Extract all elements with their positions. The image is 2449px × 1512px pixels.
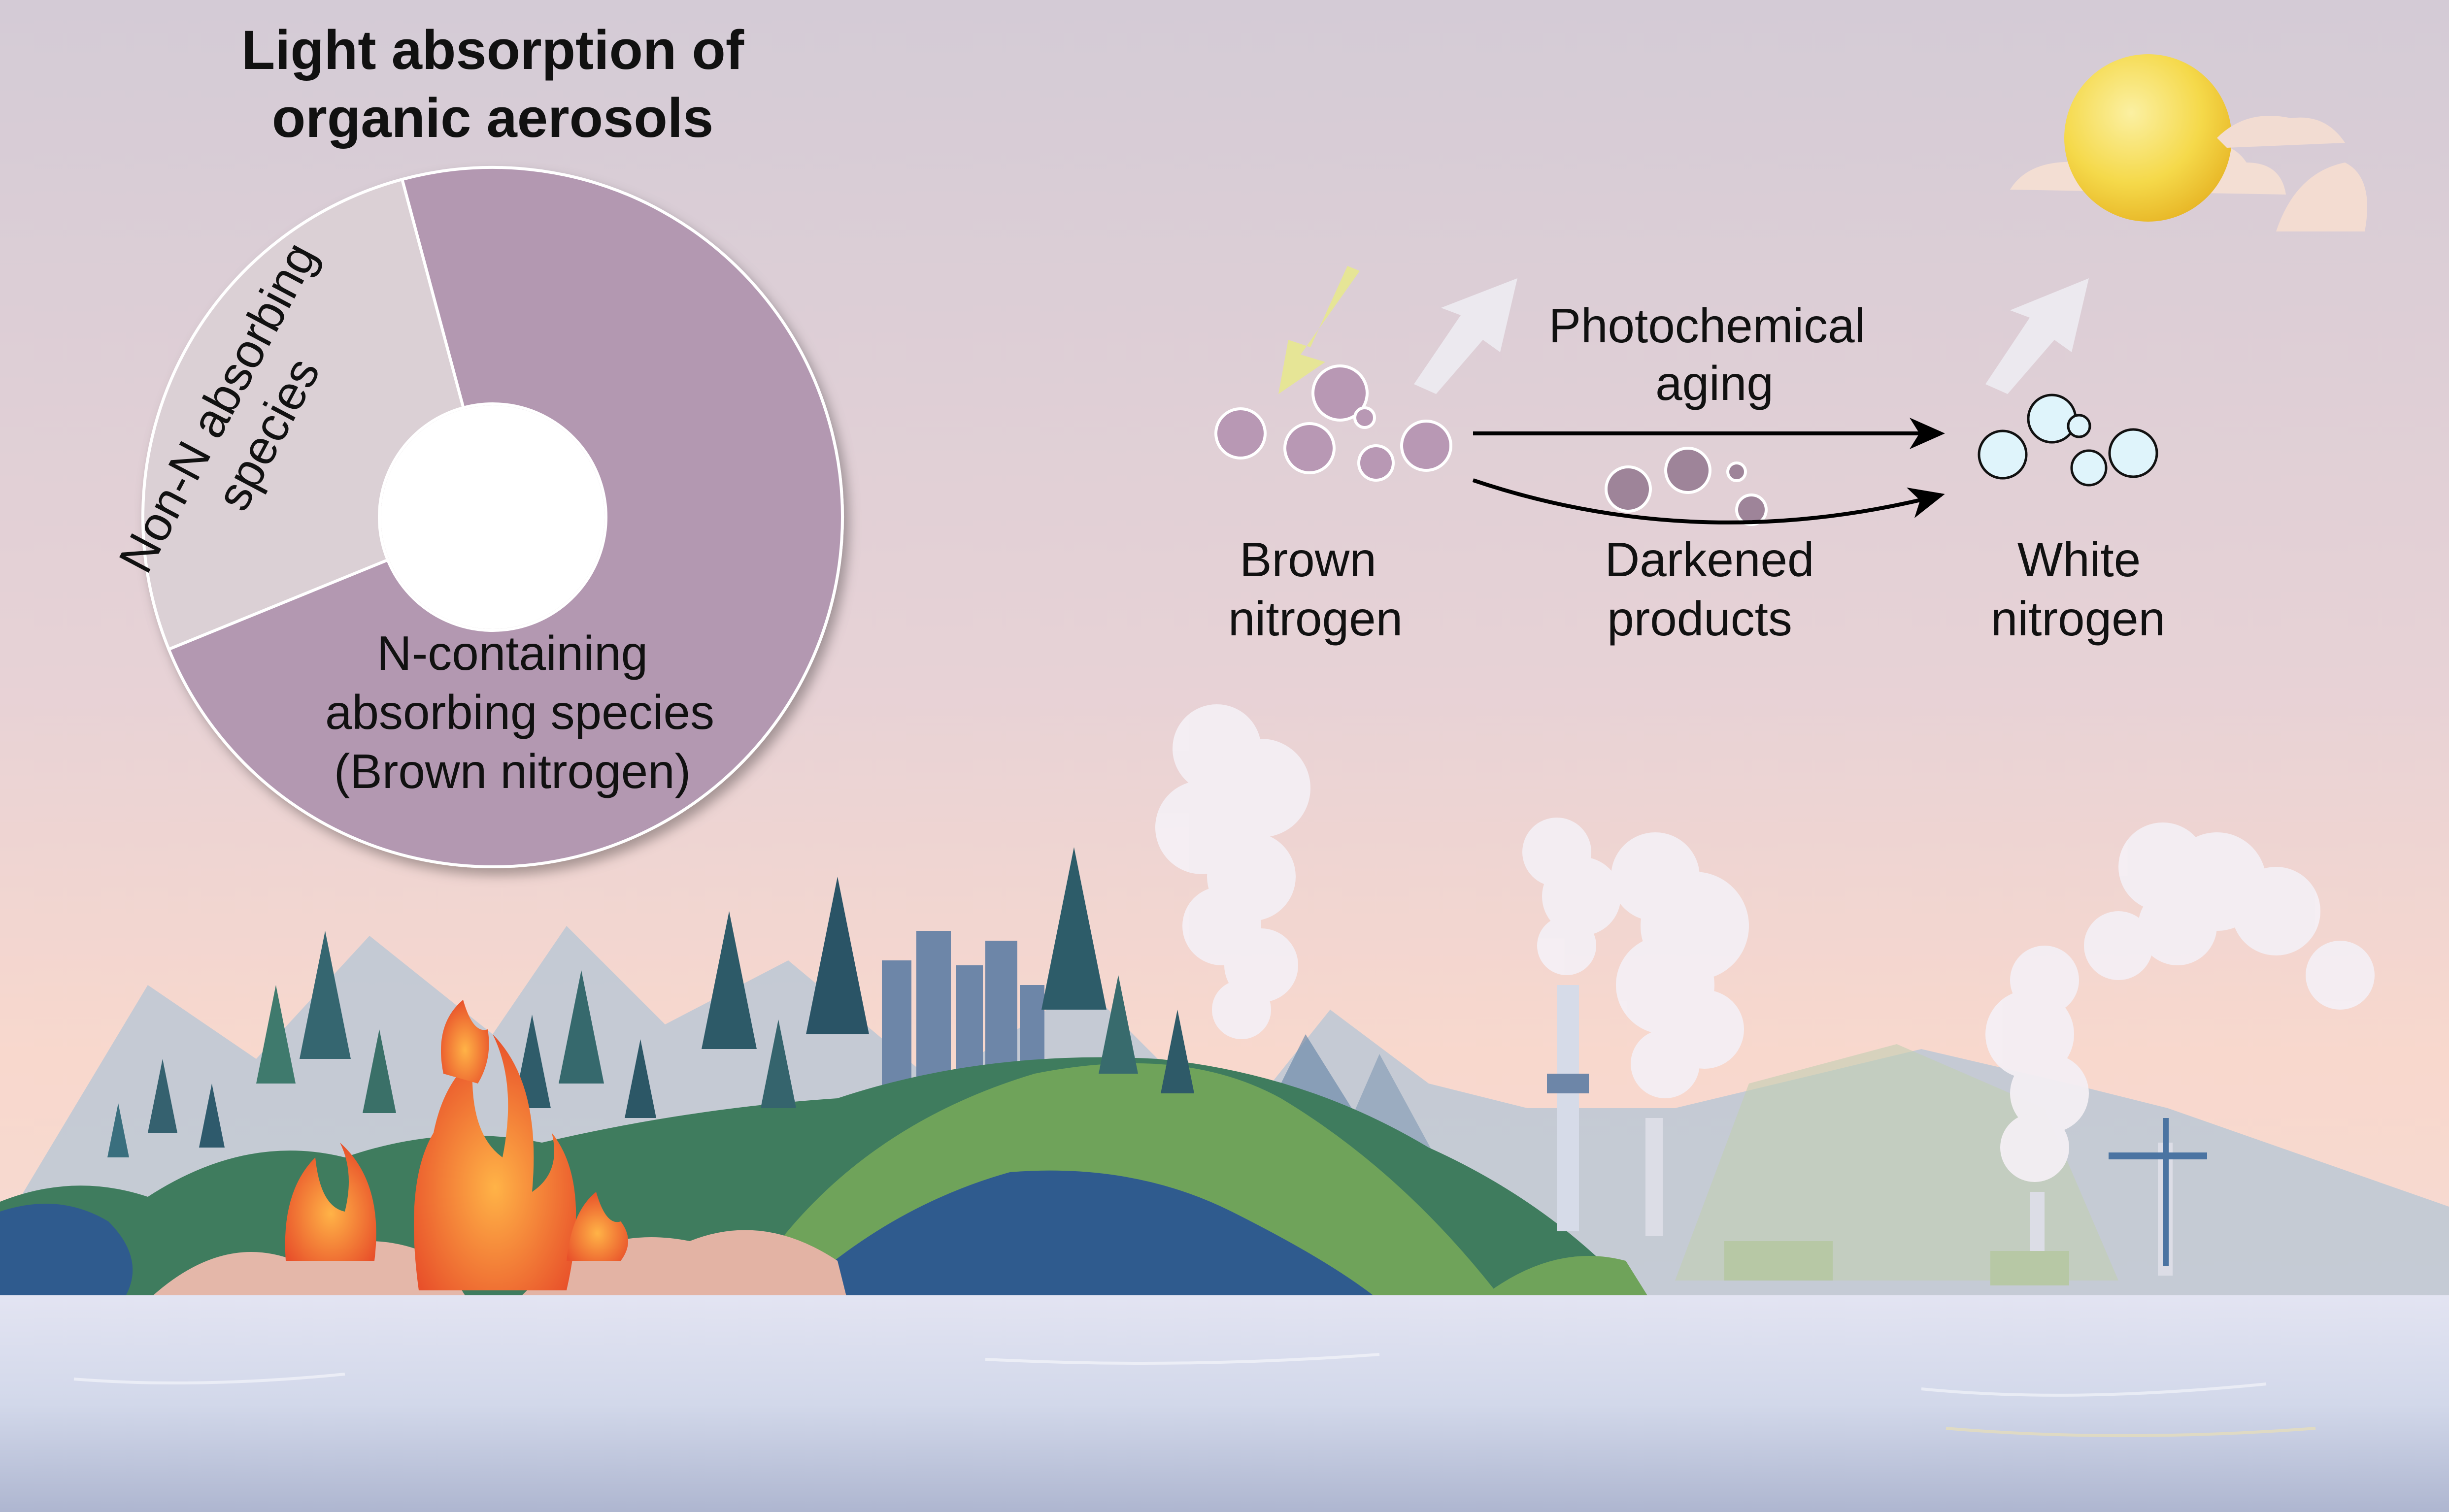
donut-chart <box>141 166 844 868</box>
donut-slice-n-containing <box>167 166 844 868</box>
diagram-title-line1: Light absorption of <box>241 19 744 81</box>
scattered-light-arrow-1 <box>1414 278 1517 394</box>
white-nitrogen-particles <box>1978 394 2158 487</box>
scattered-light-arrow-2 <box>1985 278 2089 394</box>
wildfire-icon <box>285 1000 628 1290</box>
donut-hole <box>381 405 604 629</box>
conifer-tree <box>300 931 351 1059</box>
sun-icon <box>2010 54 2367 231</box>
darkened-label-line1: Darkened <box>1605 532 1814 587</box>
forest-island <box>0 1057 1650 1300</box>
brown-nitrogen-label-line2: nitrogen <box>1228 592 1403 646</box>
donut-label-n-containing: N-containing absorbing species (Brown ni… <box>325 626 714 798</box>
label-n-containing-line1: N-containing <box>377 626 648 680</box>
conifer-tree <box>256 985 296 1084</box>
diagram-title-line2: organic aerosols <box>272 87 713 149</box>
brown-nitrogen-label-line1: Brown <box>1240 532 1376 587</box>
conifer-tree <box>363 1029 396 1113</box>
conifer-trees <box>107 847 1194 1157</box>
conifer-tree <box>148 1059 177 1133</box>
absorbed-light-arrow <box>1278 266 1360 394</box>
white-nitrogen-label-line1: White <box>2017 532 2141 587</box>
label-n-containing-line2: absorbing species <box>325 685 714 739</box>
darkened-label-line2: products <box>1607 592 1792 646</box>
white-nitrogen-label-line2: nitrogen <box>1991 592 2165 646</box>
conifer-tree <box>107 1103 129 1157</box>
conifer-tree <box>806 877 869 1034</box>
conifer-tree <box>1161 1010 1194 1093</box>
label-n-containing-line3: (Brown nitrogen) <box>334 744 691 798</box>
conifer-tree <box>702 911 757 1049</box>
conifer-tree <box>761 1019 796 1108</box>
conifer-tree <box>625 1039 656 1118</box>
conifer-tree <box>199 1084 225 1148</box>
donut-slice-non-n <box>141 177 466 652</box>
conifer-tree <box>1099 975 1138 1074</box>
darkened-products-particles <box>1605 447 1768 526</box>
smoke-plumes <box>1155 704 2375 1182</box>
industrial-chimneys <box>1547 985 2207 1285</box>
water-reflections <box>73 1353 2316 1437</box>
conifer-tree <box>559 970 604 1084</box>
conifer-tree <box>1041 847 1107 1010</box>
aging-label-line2: aging <box>1655 356 1774 410</box>
darkening-arrow <box>1472 478 1945 525</box>
brown-nitrogen-particles <box>1214 364 1452 482</box>
aging-label-line1: Photochemical <box>1549 298 1866 353</box>
lake-water <box>0 1295 2449 1512</box>
